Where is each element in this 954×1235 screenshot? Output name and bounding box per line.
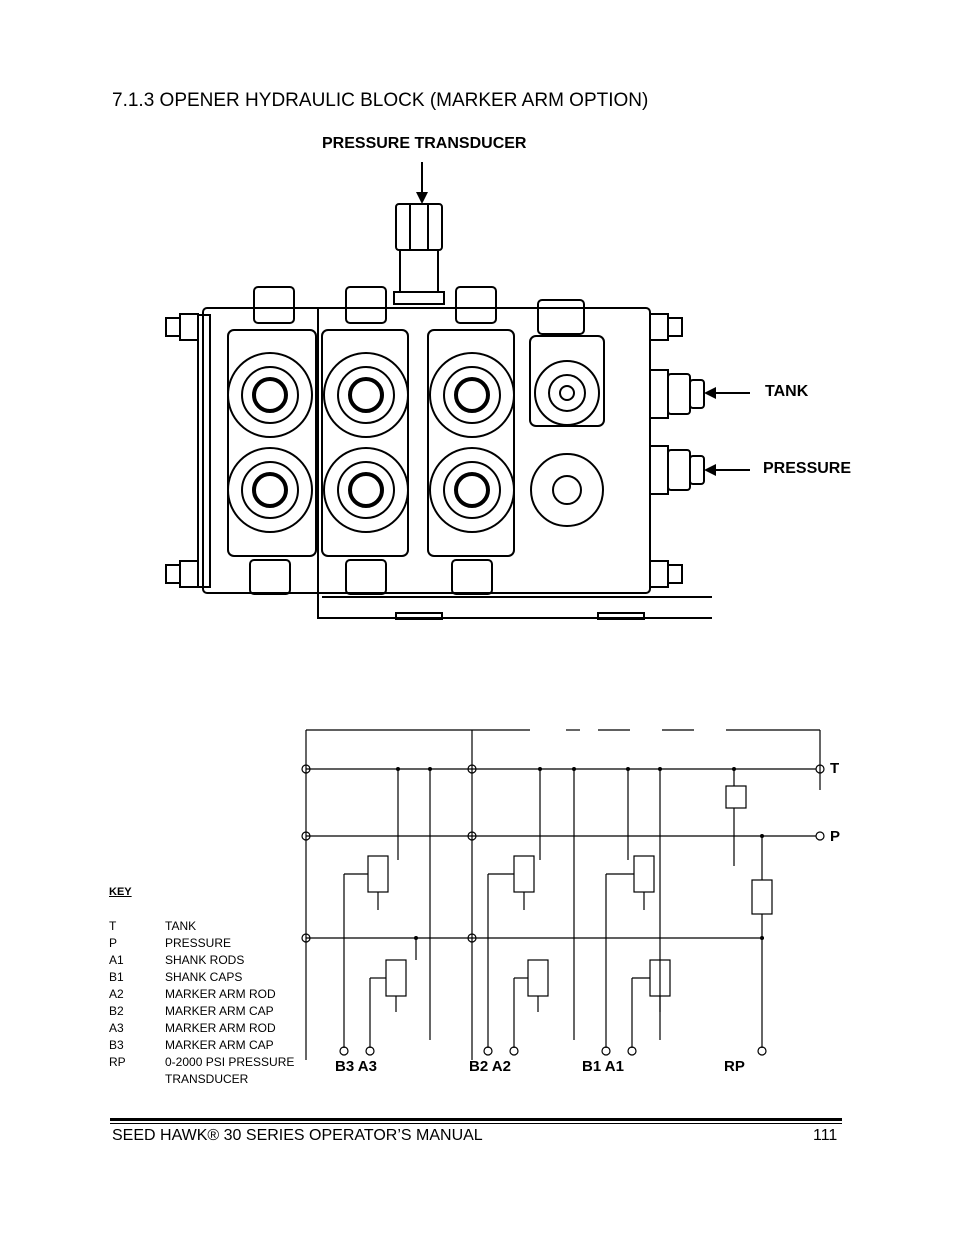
key-desc: SHANK CAPS	[165, 970, 243, 984]
section-title: 7.1.3 OPENER HYDRAULIC BLOCK (MARKER ARM…	[112, 90, 649, 111]
tank-callout: TANK	[765, 383, 809, 400]
footer-rule	[110, 1118, 842, 1121]
key-desc: 0-2000 PSI PRESSURE TRANSDUCER	[165, 1055, 295, 1086]
key-heading: KEY	[109, 886, 132, 898]
key-code: B2	[109, 1004, 124, 1018]
footer-title: SEED HAWK® 30 SERIES OPERATOR’S MANUAL	[112, 1127, 483, 1144]
key-code: A2	[109, 987, 124, 1001]
key-desc: MARKER ARM CAP	[165, 1038, 274, 1052]
port-label-b3-a3: B3 A3	[335, 1058, 377, 1075]
hydraulic-block-drawing	[165, 162, 750, 620]
p-line-label: P	[830, 828, 841, 845]
pressure-transducer-callout: PRESSURE TRANSDUCER	[322, 135, 527, 152]
key-row: B1 SHANK CAPS	[109, 969, 295, 986]
key-row: RP 0-2000 PSI PRESSURE TRANSDUCER	[109, 1054, 295, 1088]
key-table: KEY T TANK P PRESSURE A1 SHANK RODS B1 SHANK…	[109, 886, 295, 1088]
key-code: A1	[109, 953, 124, 967]
footer-rule-thin	[110, 1123, 842, 1124]
t-line-label: T	[830, 760, 840, 777]
key-desc: SHANK RODS	[165, 953, 245, 967]
key-code: B3	[109, 1038, 124, 1052]
key-desc: PRESSURE	[165, 936, 232, 950]
page-number: 111	[813, 1127, 838, 1144]
key-code: A3	[109, 1021, 124, 1035]
key-desc: MARKER ARM CAP	[165, 1004, 274, 1018]
key-row: B3 MARKER ARM CAP	[109, 1037, 295, 1054]
coil-module-2	[321, 286, 409, 595]
port-label-b2-a2: B2 A2	[469, 1058, 511, 1075]
key-row: B2 MARKER ARM CAP	[109, 1003, 295, 1020]
key-code: P	[109, 936, 118, 950]
key-code: T	[109, 919, 117, 933]
port-label-rp: RP	[724, 1058, 745, 1075]
coil-module-4	[529, 299, 605, 527]
key-row: A3 MARKER ARM ROD	[109, 1020, 295, 1037]
key-desc: MARKER ARM ROD	[165, 987, 276, 1001]
key-desc: TANK	[165, 919, 197, 933]
coil-module-3	[427, 286, 515, 595]
pressure-callout: PRESSURE	[763, 460, 852, 477]
key-row: A1 SHANK RODS	[109, 952, 295, 969]
key-desc: MARKER ARM ROD	[165, 1021, 276, 1035]
key-row: P PRESSURE	[109, 935, 295, 952]
port-label-b1-a1: B1 A1	[582, 1058, 624, 1075]
key-code: B1	[109, 970, 124, 984]
key-row: T TANK	[109, 918, 295, 935]
key-code: RP	[109, 1055, 126, 1069]
coil-module-1	[227, 286, 317, 595]
key-row: A2 MARKER ARM ROD	[109, 986, 295, 1003]
